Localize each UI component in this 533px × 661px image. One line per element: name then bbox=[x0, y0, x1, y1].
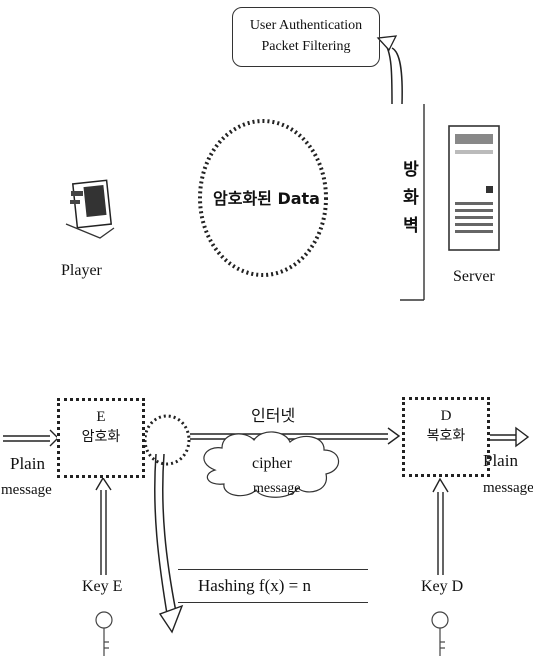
auth-box: User Authentication Packet Filtering bbox=[232, 7, 380, 67]
auth-line-2: Packet Filtering bbox=[261, 39, 351, 54]
hashing-arrow-head bbox=[158, 604, 184, 634]
box-e-text: 암호화 bbox=[81, 429, 121, 445]
firewall-char-3: 벽 bbox=[403, 216, 419, 236]
cipher-arrow-head bbox=[387, 427, 401, 445]
encrypt-box-e: E 암호화 bbox=[57, 398, 145, 478]
encrypted-data-oval bbox=[198, 119, 328, 277]
internet-label: 인터넷 bbox=[251, 406, 296, 425]
auth-curved-arrow-inner bbox=[391, 47, 403, 105]
decrypt-box-d: D 복호화 bbox=[402, 397, 490, 477]
firewall-char-1: 방 bbox=[403, 160, 419, 180]
key-icon-e bbox=[95, 611, 113, 656]
box-e-letter: E bbox=[96, 409, 106, 425]
server-tower-icon bbox=[448, 125, 500, 251]
hashing-label: Hashing f(x) = n bbox=[198, 576, 311, 595]
firewall-char-2: 화 bbox=[403, 188, 419, 208]
plain-right-label: Plain bbox=[483, 451, 518, 470]
box-d-letter: D bbox=[440, 408, 452, 424]
hashing-arrow bbox=[154, 453, 169, 621]
box-d-text: 복호화 bbox=[426, 428, 466, 444]
player-label: Player bbox=[61, 262, 102, 279]
key-icon-d bbox=[431, 611, 449, 656]
cipher-label: cipher bbox=[252, 455, 292, 472]
plain-right-message: message bbox=[483, 480, 533, 496]
plain-left-message: message bbox=[1, 482, 52, 498]
key-d-label: Key D bbox=[421, 578, 464, 595]
auth-line-1: User Authentication bbox=[249, 18, 363, 33]
plain-left-label: Plain bbox=[10, 454, 45, 473]
hashing-box: Hashing f(x) = n bbox=[178, 569, 368, 603]
encrypted-data-label: 암호화된 Data bbox=[213, 189, 320, 208]
server-label: Server bbox=[453, 268, 495, 285]
key-e-label: Key E bbox=[82, 578, 123, 595]
auth-curved-arrow bbox=[383, 41, 393, 105]
cipher-dotted-oval bbox=[143, 414, 191, 466]
internet-cloud bbox=[203, 431, 340, 498]
plain-out-arrow-head bbox=[515, 426, 530, 448]
cipher-message-label: message bbox=[253, 481, 301, 496]
player-device-icon bbox=[65, 179, 115, 239]
auth-curved-arrow-head bbox=[376, 35, 398, 52]
firewall-label: 방 화 벽 bbox=[401, 156, 421, 240]
